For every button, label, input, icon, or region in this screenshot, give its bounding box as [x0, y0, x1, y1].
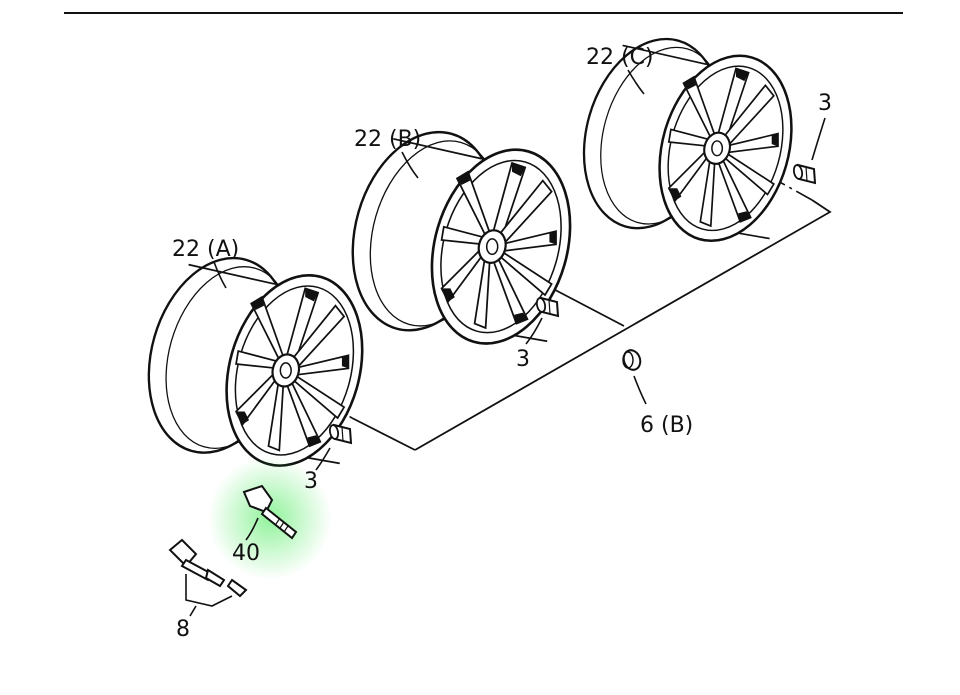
tpms-sensor[interactable] [208, 456, 332, 580]
valve-stem-kit[interactable] [168, 538, 248, 617]
lug-nut-a[interactable] [327, 423, 352, 444]
label-wheel-c: 22 (C) [586, 45, 654, 70]
label-nut-a: 3 [304, 469, 318, 494]
label-wheel-b: 22 (B) [354, 127, 421, 152]
wheel-a[interactable] [125, 240, 385, 484]
label-nut-b: 3 [516, 347, 530, 372]
label-cap: 6 (B) [640, 413, 693, 438]
label-wheel-a: 22 (A) [172, 237, 239, 262]
center-cap[interactable] [621, 348, 643, 372]
label-sensor: 40 [232, 541, 260, 566]
label-valve: 8 [176, 617, 190, 642]
label-nut-c: 3 [818, 91, 832, 116]
callout-leaders [213, 69, 826, 541]
lug-nut-c[interactable] [791, 163, 816, 184]
